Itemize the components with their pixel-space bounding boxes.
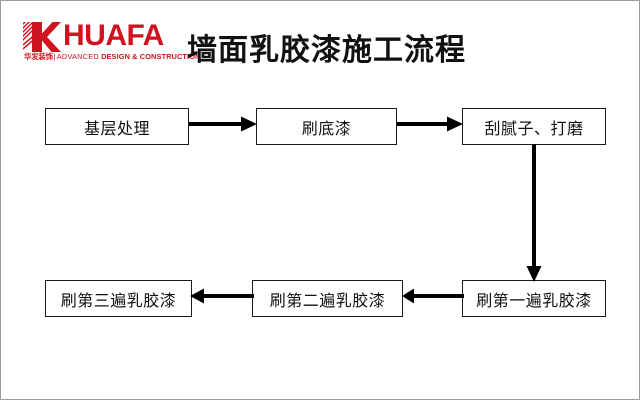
flow-arrow-down-icon — [525, 144, 543, 282]
flow-arrow-right-icon — [189, 115, 257, 133]
flow-node-primer-coat[interactable]: 刷底漆 — [256, 108, 397, 145]
flow-node-first-latex-coat[interactable]: 刷第一遍乳胶漆 — [462, 280, 606, 317]
flow-arrow-right-icon — [397, 115, 463, 133]
brand-tagline: 华发装饰|ADVANCED DESIGN & CONSTRUCTION — [24, 52, 201, 62]
flow-node-second-latex-coat[interactable]: 刷第二遍乳胶漆 — [252, 280, 403, 317]
flow-node-base-treatment[interactable]: 基层处理 — [45, 108, 189, 145]
brand-tagline-cn: 华发装饰 — [24, 52, 53, 61]
flow-node-third-latex-coat[interactable]: 刷第三遍乳胶漆 — [45, 280, 192, 317]
brand-wordmark: HUAFA — [63, 19, 164, 52]
brand-logo: HUAFA 华发装饰|ADVANCED DESIGN & CONSTRUCTIO… — [23, 19, 200, 67]
flow-arrow-left-icon — [402, 287, 464, 305]
brand-tagline-en-light: ADVANCED — [56, 52, 99, 61]
slide-header: HUAFA 华发装饰|ADVANCED DESIGN & CONSTRUCTIO… — [1, 1, 639, 87]
page-title: 墙面乳胶漆施工流程 — [187, 33, 466, 68]
brand-tagline-en-bold: DESIGN & CONSTRUCTION — [101, 52, 201, 61]
flow-arrow-left-icon — [190, 287, 254, 305]
brand-tagline-separator: | — [53, 52, 56, 61]
huafa-k-logo-mark-icon — [23, 22, 61, 52]
flow-node-putty-sanding[interactable]: 刮腻子、打磨 — [462, 108, 606, 145]
